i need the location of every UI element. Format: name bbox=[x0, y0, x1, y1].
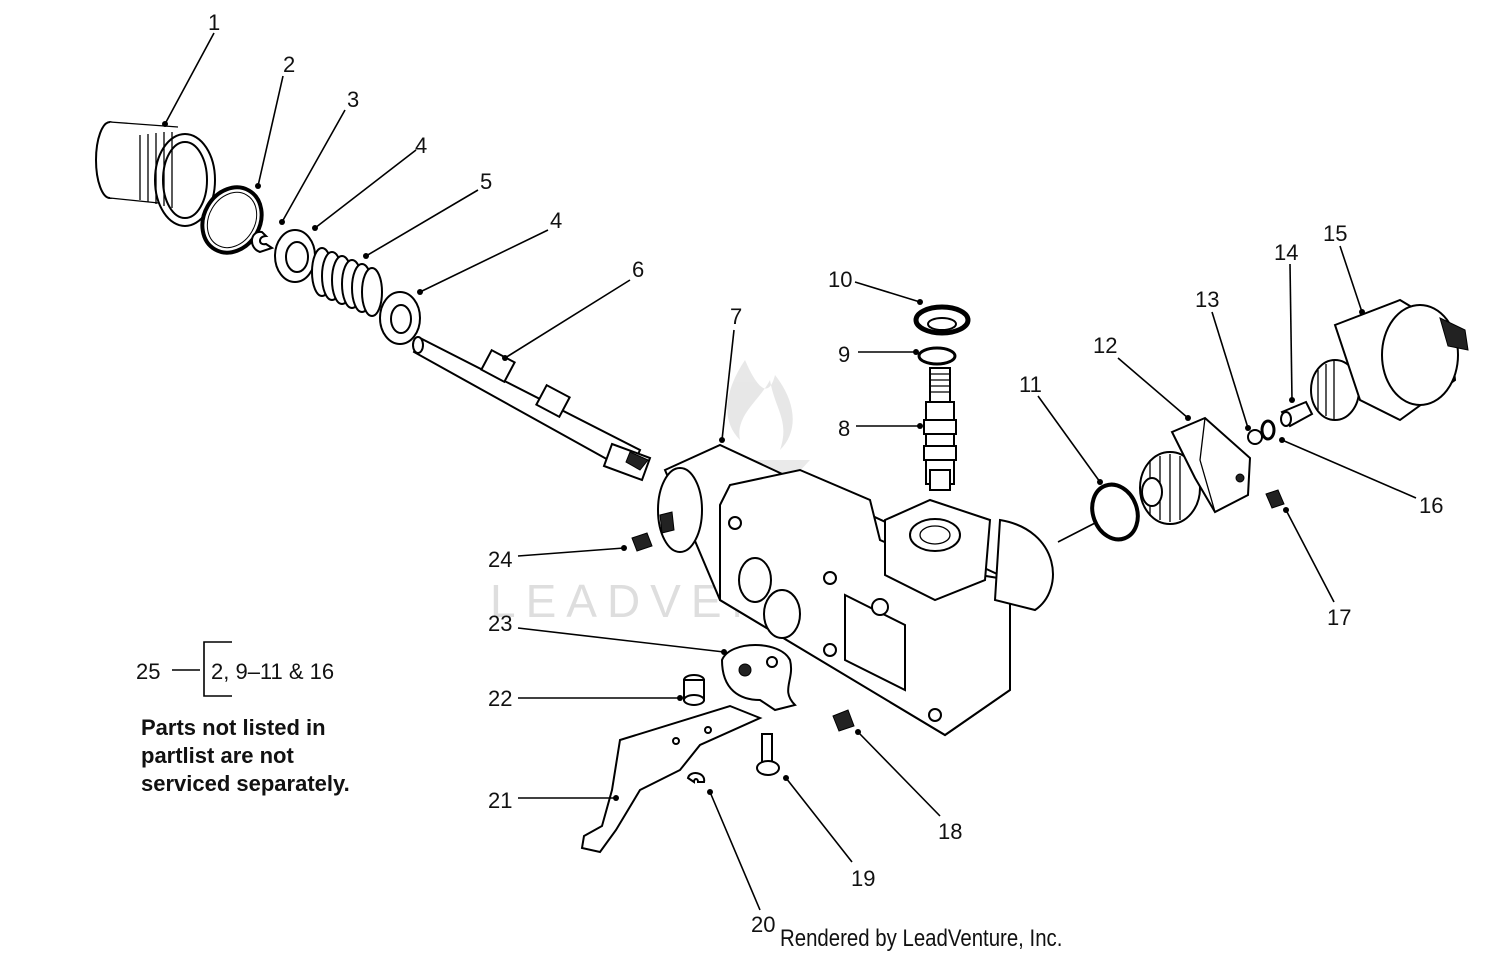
service-note-line-3: serviced separately. bbox=[141, 771, 350, 796]
part-24-set-screw bbox=[631, 532, 653, 552]
callout-10: 10 bbox=[828, 267, 852, 292]
callout-18: 18 bbox=[938, 819, 962, 844]
callout-6: 6 bbox=[632, 257, 644, 282]
callout-1: 1 bbox=[208, 10, 220, 35]
callout-22: 22 bbox=[488, 686, 512, 711]
part-8-stem bbox=[923, 367, 957, 491]
part-12-fitting bbox=[1139, 416, 1252, 525]
service-note: Parts not listed in partlist are not ser… bbox=[141, 714, 401, 798]
callout-7: 7 bbox=[730, 304, 742, 329]
callout-12: 12 bbox=[1093, 333, 1117, 358]
part-6-spool-shaft bbox=[412, 336, 652, 482]
callout-20: 20 bbox=[751, 912, 775, 937]
part-23-lever-plate bbox=[720, 644, 797, 712]
callout-2: 2 bbox=[283, 52, 295, 77]
callout-14: 14 bbox=[1274, 240, 1298, 265]
callout-15: 15 bbox=[1323, 221, 1347, 246]
part-10-seal bbox=[913, 304, 971, 336]
callout-19: 19 bbox=[851, 866, 875, 891]
callout-21: 21 bbox=[488, 788, 512, 813]
part-22-pin bbox=[683, 674, 705, 706]
callout-9: 9 bbox=[838, 342, 850, 367]
part-14-pin bbox=[1280, 400, 1314, 428]
callout-23: 23 bbox=[488, 611, 512, 636]
part-4-washer-lower bbox=[379, 291, 421, 345]
callout-numbers: 1 2 3 4 5 4 6 7 10 9 8 11 12 13 14 15 16… bbox=[208, 10, 1443, 937]
callout-16: 16 bbox=[1419, 493, 1443, 518]
service-note-line-1: Parts not listed in bbox=[141, 715, 326, 740]
callout-17: 17 bbox=[1327, 605, 1351, 630]
callout-13: 13 bbox=[1195, 287, 1219, 312]
part-2-o-ring bbox=[200, 185, 264, 255]
part-11-o-ring bbox=[1090, 482, 1140, 542]
callout-5: 5 bbox=[480, 169, 492, 194]
kit-contents: 2, 9–11 & 16 bbox=[211, 659, 335, 684]
callout-3: 3 bbox=[347, 87, 359, 112]
part-16-small-ring bbox=[1260, 419, 1276, 441]
kit-number: 25 bbox=[136, 659, 161, 684]
part-9-o-ring bbox=[917, 346, 957, 366]
part-18-set-screw bbox=[832, 709, 855, 732]
part-5-spring bbox=[311, 247, 383, 317]
part-19-bolt bbox=[756, 733, 780, 776]
kit-bracket bbox=[172, 641, 232, 697]
service-note-line-2: partlist are not bbox=[141, 743, 294, 768]
callout-11: 11 bbox=[1019, 372, 1042, 397]
part-4-washer-upper bbox=[274, 229, 316, 283]
part-7-valve-body bbox=[657, 443, 1054, 737]
part-1-threaded-cap bbox=[95, 121, 216, 227]
part-15-switch bbox=[1310, 298, 1469, 422]
part-20-e-clip bbox=[686, 772, 706, 784]
callout-8: 8 bbox=[838, 416, 850, 441]
render-credit: Rendered by LeadVenture, Inc. bbox=[780, 925, 1063, 952]
callout-4-lower: 4 bbox=[550, 208, 562, 233]
part-13-ball bbox=[1247, 429, 1263, 445]
part-3-clip bbox=[251, 230, 275, 254]
part-21-fork-lever bbox=[580, 704, 763, 854]
part-17-set-screw bbox=[1265, 489, 1285, 509]
leader-lines bbox=[162, 32, 1417, 911]
callout-24: 24 bbox=[488, 547, 512, 572]
callout-4-upper: 4 bbox=[415, 133, 427, 158]
